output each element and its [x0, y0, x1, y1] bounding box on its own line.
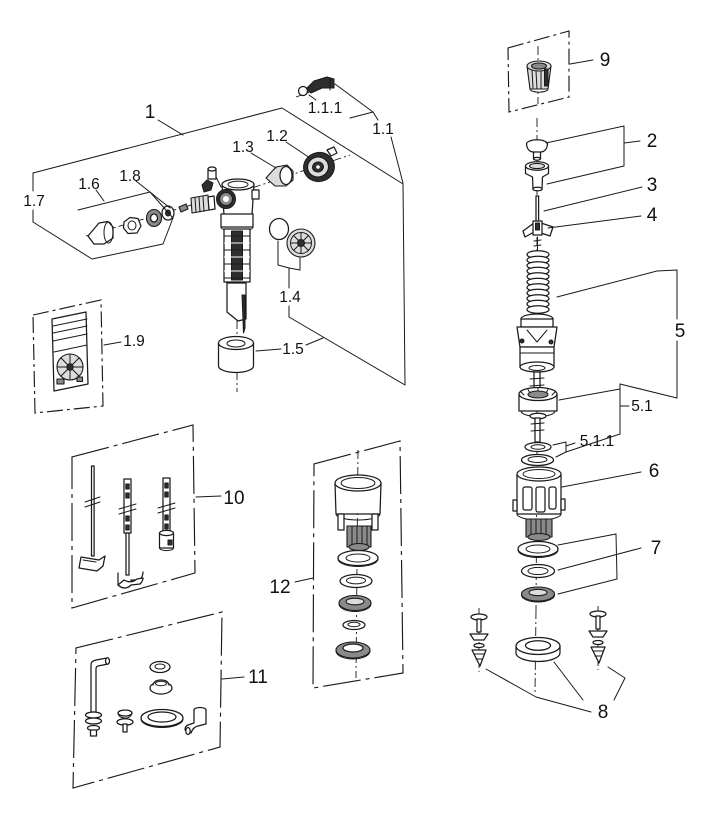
part-label-3: 3: [647, 175, 658, 196]
part-label-8: 8: [598, 702, 609, 723]
siphon-cup: [334, 474, 382, 552]
mounting-bolt-right: [588, 610, 608, 664]
bayonet-clip: [522, 220, 554, 251]
cartridge-nut: [518, 386, 558, 443]
part-label-1-5: 1.5: [282, 341, 304, 358]
box-12-outline: [312, 440, 404, 689]
part-label-1-7: 1.7: [23, 193, 45, 210]
button-sleeve: [524, 161, 550, 192]
part-label-11: 11: [248, 667, 268, 688]
part-label-5-1-1: 5.1.1: [580, 433, 614, 450]
hex-nut: [122, 216, 142, 235]
rack-rod-long: [117, 478, 144, 589]
flush-seal-kit-12: [334, 474, 382, 660]
float-lever: [297, 76, 335, 97]
fastener-kit-11: [84, 657, 207, 737]
part-label-1-4: 1.4: [279, 289, 301, 306]
tank-seal-washers: [517, 540, 559, 603]
valve-cage: [512, 466, 566, 542]
grub-screw: [178, 203, 189, 213]
actuating-rod: [535, 195, 540, 225]
part-label-12: 12: [269, 577, 290, 598]
rod-kit-10: [78, 465, 176, 589]
box-10-outline: [71, 424, 196, 609]
part-label-2: 2: [647, 131, 658, 152]
kit-screw: [116, 709, 134, 733]
rack-rod-short: [157, 477, 176, 552]
inlet-cone: [87, 220, 114, 245]
flow-adjuster-knob: [303, 146, 338, 183]
cone-seal: [265, 164, 294, 187]
valve-spring: [526, 250, 550, 314]
fill-valve-assembly: [87, 76, 338, 374]
part-label-5: 5: [675, 321, 686, 342]
box-11-outline: [72, 611, 223, 789]
part-label-1-1-1: 1.1.1: [308, 100, 342, 117]
o-ring: [268, 217, 290, 241]
part-label-1-8: 1.8: [119, 168, 141, 185]
part-label-10: 10: [223, 488, 244, 509]
grommet-ring: [149, 660, 171, 674]
kit-boxes: [32, 30, 570, 789]
seat-bushing: [526, 60, 552, 93]
part-label-5-1: 5.1: [631, 398, 653, 415]
push-button: [525, 139, 549, 161]
group-1-outline: [32, 107, 406, 386]
base-gasket-ring: [515, 636, 561, 663]
part-label-9: 9: [600, 50, 611, 71]
center-axes: [69, 46, 599, 695]
grommet-cone: [149, 679, 173, 695]
seal-washers-small: [520, 441, 555, 467]
leader-lines: [32, 59, 678, 713]
fill-valve-body: [201, 166, 260, 334]
spare-pack-1-9: [51, 311, 89, 392]
part-labels: 1 1.1.1 1.1 1.2 1.3 1.8 1.6 1.7 1.4 1.5 …: [23, 50, 685, 723]
float-rod: [78, 465, 106, 572]
oval-gasket: [140, 708, 184, 728]
part-label-1-9: 1.9: [123, 333, 145, 350]
box-9-outline: [507, 30, 570, 113]
seal-washer-large: [145, 208, 163, 228]
impeller-wheel: [286, 228, 316, 258]
valve-cartridge-body: [516, 313, 558, 395]
threaded-inlet-stub: [190, 194, 216, 214]
seal-ring-stack: [335, 549, 379, 660]
box-1-9-outline: [32, 299, 104, 414]
part-label-1-3: 1.3: [232, 139, 254, 156]
flush-valve-assembly: [469, 60, 608, 667]
mounting-bolt-left: [469, 613, 489, 667]
part-label-4: 4: [647, 205, 658, 226]
part-label-7: 7: [651, 538, 662, 559]
part-label-1-6: 1.6: [78, 176, 100, 193]
part-label-6: 6: [649, 461, 660, 482]
elbow-connector: [184, 706, 207, 736]
part-label-1-2: 1.2: [266, 128, 288, 145]
part-label-1-1: 1.1: [372, 121, 394, 138]
part-label-1: 1: [145, 102, 156, 123]
flush-pipe: [84, 657, 111, 737]
shroud-cylinder: [217, 335, 255, 374]
